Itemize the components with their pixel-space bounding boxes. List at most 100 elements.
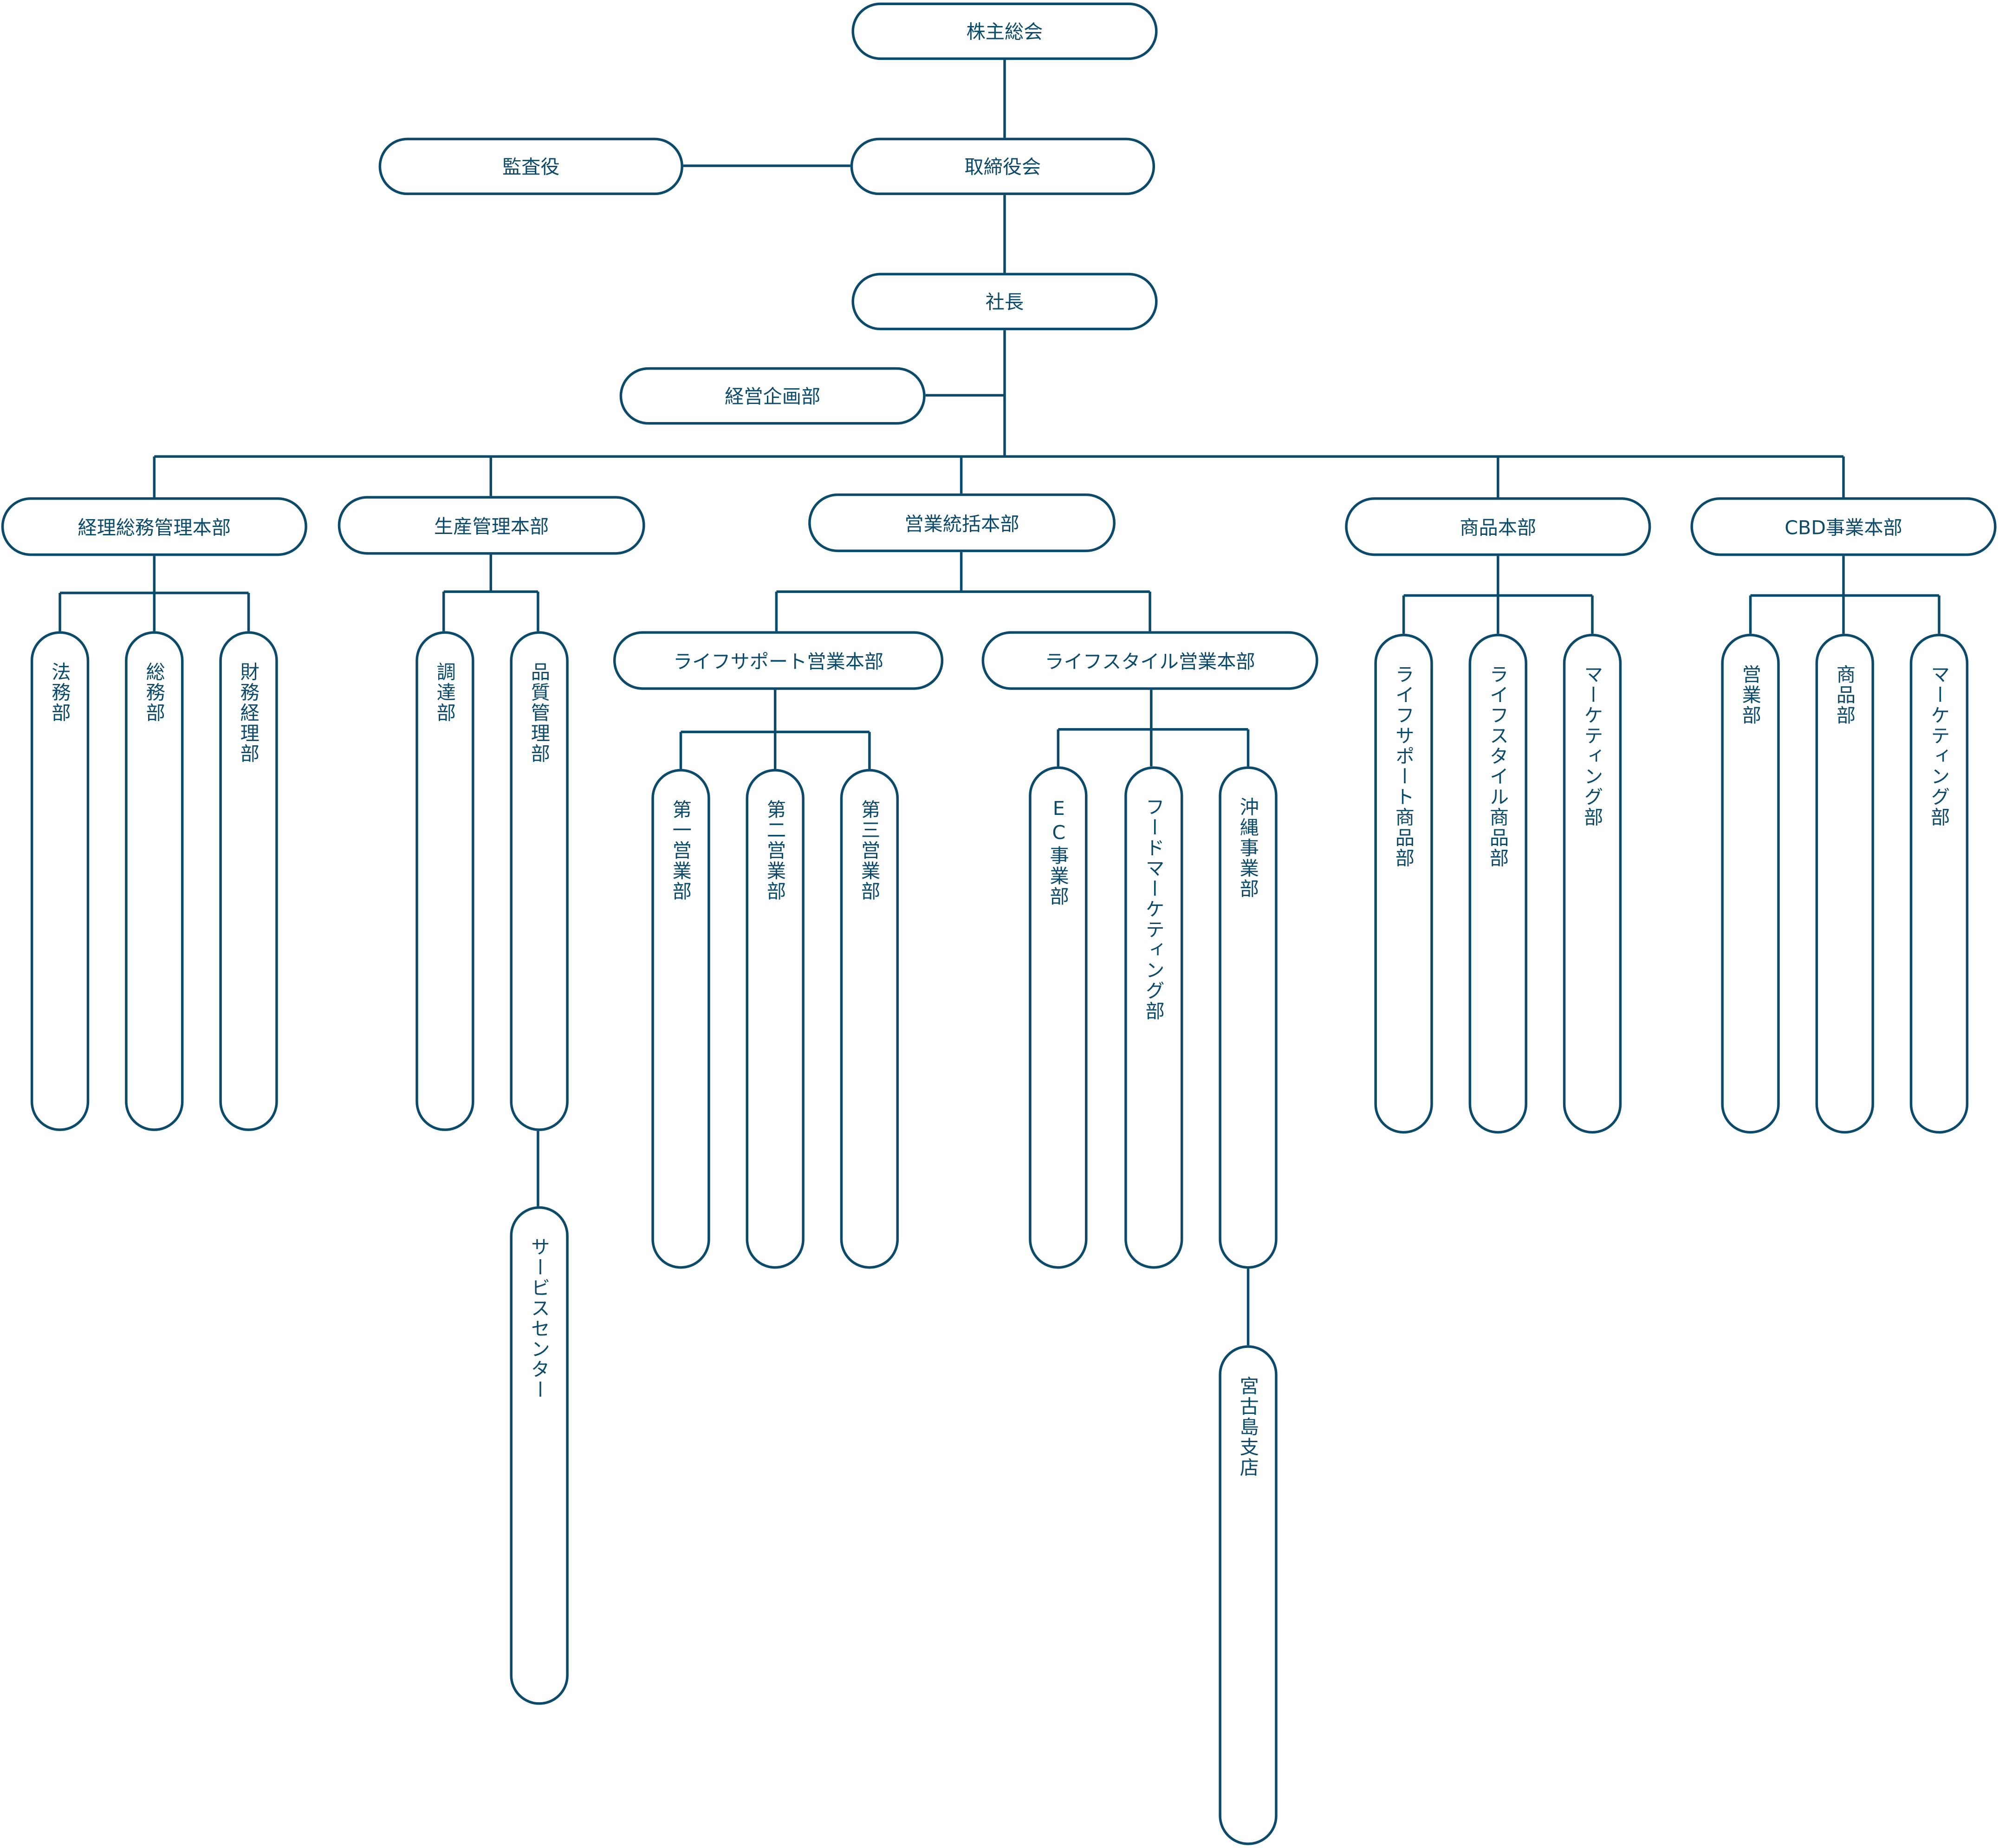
- node-label: 社長: [985, 291, 1024, 314]
- connector-line: [490, 456, 492, 496]
- node-cbd-division: CBD事業本部: [1690, 497, 1997, 556]
- node-miyakojima-branch: 宮古島支店: [1219, 1345, 1278, 1845]
- node-label: 営業統括本部: [904, 512, 1019, 535]
- node-label: 法務部: [49, 662, 72, 723]
- node-label: 宮古島支店: [1237, 1376, 1260, 1478]
- node-life-support-products: ライフサポート商品部: [1374, 633, 1433, 1134]
- connector-line: [59, 592, 61, 631]
- node-label: ライフスタイル営業本部: [1045, 650, 1255, 673]
- connector-line: [443, 591, 538, 592]
- connector-line: [490, 554, 492, 592]
- node-label: ライフサポート営業本部: [673, 650, 884, 673]
- connector-line: [1247, 1269, 1249, 1346]
- node-label: 財務経理部: [238, 662, 261, 764]
- node-shareholders-meeting: 株主総会: [851, 2, 1158, 60]
- node-label: 監査役: [502, 156, 560, 179]
- node-label: ライフスタイル商品部: [1487, 664, 1510, 869]
- connector-line: [153, 592, 155, 631]
- connector-line: [1150, 729, 1152, 767]
- connector-line: [1591, 595, 1593, 634]
- node-food-marketing: フードマーケティング部: [1124, 766, 1183, 1269]
- node-label: 品質管理部: [528, 662, 552, 764]
- node-life-style-products: ライフスタイル商品部: [1468, 633, 1527, 1134]
- connector-line: [537, 1131, 539, 1206]
- connector-line: [1938, 595, 1940, 634]
- node-legal: 法務部: [30, 631, 90, 1131]
- connector-line: [1750, 594, 1939, 597]
- connector-line: [1004, 195, 1006, 273]
- node-sales-3: 第三営業部: [840, 768, 899, 1269]
- connector-line: [247, 592, 250, 631]
- node-finance-admin-division: 経理総務管理本部: [1, 497, 307, 556]
- node-service-center: サービスセンター: [510, 1206, 569, 1705]
- node-corporate-planning: 経営企画部: [619, 367, 926, 425]
- node-ec: EC事業部: [1029, 766, 1088, 1269]
- node-life-style-sales: ライフスタイル営業本部: [981, 631, 1318, 690]
- connector-line: [683, 165, 850, 167]
- connector-line: [1497, 456, 1499, 498]
- connector-line: [1150, 690, 1152, 729]
- node-sales-2: 第二営業部: [746, 768, 805, 1269]
- connector-line: [154, 455, 1844, 457]
- connector-line: [1497, 595, 1499, 634]
- node-label: ライフサポート商品部: [1393, 664, 1416, 869]
- node-label: 総務部: [143, 662, 167, 723]
- connector-line: [775, 592, 778, 631]
- connector-line: [537, 592, 539, 631]
- node-cbd-sales: 営業部: [1721, 633, 1780, 1134]
- node-label: フードマーケティング部: [1142, 797, 1166, 1022]
- connector-line: [869, 732, 870, 769]
- node-label: 商品本部: [1460, 515, 1537, 539]
- node-label: 株主総会: [966, 20, 1043, 44]
- connector-line: [1843, 556, 1844, 596]
- node-label: 第三営業部: [858, 799, 882, 902]
- node-life-support-sales: ライフサポート営業本部: [613, 631, 944, 690]
- connector-line: [1247, 729, 1249, 767]
- node-label: 営業部: [1739, 664, 1763, 726]
- node-cbd-products: 商品部: [1815, 633, 1874, 1134]
- connector-line: [60, 592, 249, 594]
- node-label: EC事業部: [1047, 797, 1071, 907]
- node-label: 経営企画部: [725, 385, 821, 408]
- connector-line: [1057, 729, 1059, 767]
- node-products-marketing: マーケティング部: [1563, 633, 1622, 1134]
- connector-line: [1843, 456, 1844, 498]
- connector-line: [1843, 595, 1844, 634]
- node-label: マーケティング部: [1581, 664, 1605, 828]
- node-label: 第二営業部: [764, 799, 787, 902]
- node-okinawa: 沖縄事業部: [1219, 766, 1278, 1269]
- node-label: 商品部: [1834, 664, 1857, 726]
- connector-line: [443, 592, 445, 631]
- node-label: CBD事業本部: [1785, 515, 1902, 539]
- connector-line: [1749, 595, 1752, 634]
- node-sales-division: 営業統括本部: [808, 493, 1116, 553]
- connector-line: [1403, 594, 1593, 597]
- node-finance-accounting: 財務経理部: [219, 631, 278, 1131]
- connector-line: [1497, 556, 1499, 596]
- connector-line: [681, 731, 870, 733]
- node-auditor: 監査役: [378, 137, 683, 195]
- node-products-division: 商品本部: [1345, 497, 1651, 556]
- node-label: 調達部: [434, 662, 457, 723]
- connector-line: [153, 456, 155, 498]
- connector-line: [1004, 330, 1006, 457]
- connector-line: [153, 556, 155, 593]
- connector-line: [960, 456, 962, 494]
- node-procurement: 調達部: [415, 631, 474, 1131]
- node-production-division: 生産管理本部: [337, 496, 645, 555]
- node-label: サービスセンター: [528, 1236, 552, 1400]
- node-cbd-marketing: マーケティング部: [1909, 633, 1969, 1134]
- connector-line: [960, 552, 962, 592]
- node-president: 社長: [851, 273, 1158, 331]
- node-label: 沖縄事業部: [1237, 797, 1260, 899]
- connector-line: [774, 732, 776, 769]
- node-label: 第一営業部: [670, 799, 693, 902]
- connector-line: [680, 732, 682, 769]
- connector-line: [774, 690, 776, 732]
- node-quality-control: 品質管理部: [510, 631, 569, 1131]
- connector-line: [925, 394, 1005, 396]
- node-label: 経理総務管理本部: [78, 515, 231, 539]
- connector-line: [776, 591, 1150, 592]
- node-board-of-directors: 取締役会: [850, 137, 1155, 195]
- connector-line: [1058, 729, 1248, 730]
